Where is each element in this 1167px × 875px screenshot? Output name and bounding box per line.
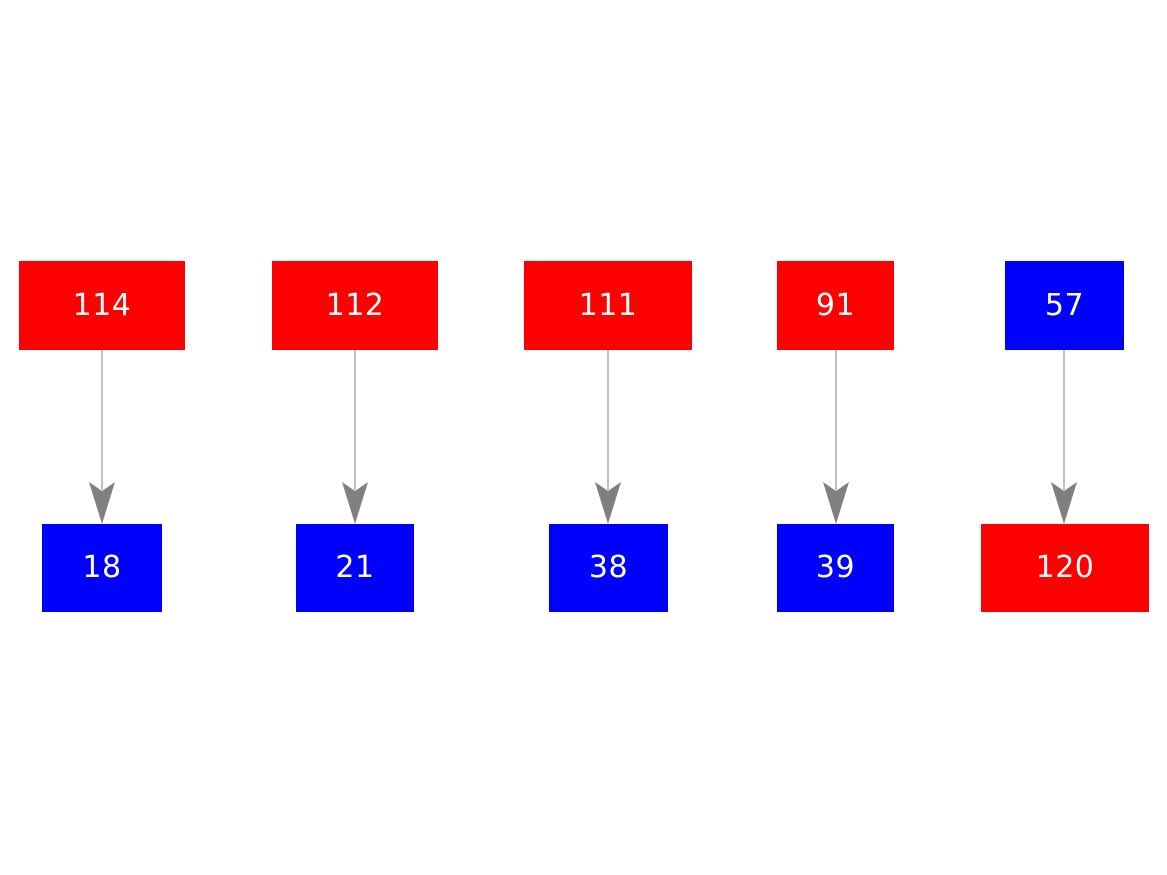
graph-node[interactable]: 91: [777, 261, 894, 350]
edge-arrowhead-icon: [595, 482, 621, 524]
graph-node[interactable]: 114: [19, 261, 185, 350]
graph-edge: [595, 350, 621, 524]
node-label: 114: [72, 287, 132, 323]
graph-edge: [1051, 350, 1077, 524]
graph-node[interactable]: 38: [549, 524, 668, 612]
node-label: 120: [1035, 550, 1095, 585]
graph-node[interactable]: 112: [272, 261, 438, 350]
edge-arrowhead-icon: [89, 482, 115, 524]
graph-edge: [89, 350, 115, 524]
node-label: 38: [588, 550, 629, 585]
graph-node[interactable]: 111: [524, 261, 692, 350]
graph-node[interactable]: 57: [1005, 261, 1124, 350]
graph-edge: [342, 350, 368, 524]
node-label: 39: [815, 550, 856, 585]
graph-edge: [823, 350, 849, 524]
node-label: 18: [82, 550, 122, 585]
node-label: 21: [335, 550, 375, 585]
node-label: 112: [325, 287, 385, 323]
node-label: 57: [1044, 287, 1085, 323]
edge-arrowhead-icon: [1051, 482, 1077, 524]
edge-arrowhead-icon: [823, 482, 849, 524]
graph-node[interactable]: 21: [296, 524, 414, 612]
edges-group: [89, 350, 1077, 524]
graph-node[interactable]: 39: [777, 524, 894, 612]
node-label: 91: [815, 287, 856, 323]
node-label: 111: [578, 287, 638, 323]
graph-node[interactable]: 120: [981, 524, 1149, 612]
graph-node[interactable]: 18: [42, 524, 162, 612]
edge-arrowhead-icon: [342, 482, 368, 524]
